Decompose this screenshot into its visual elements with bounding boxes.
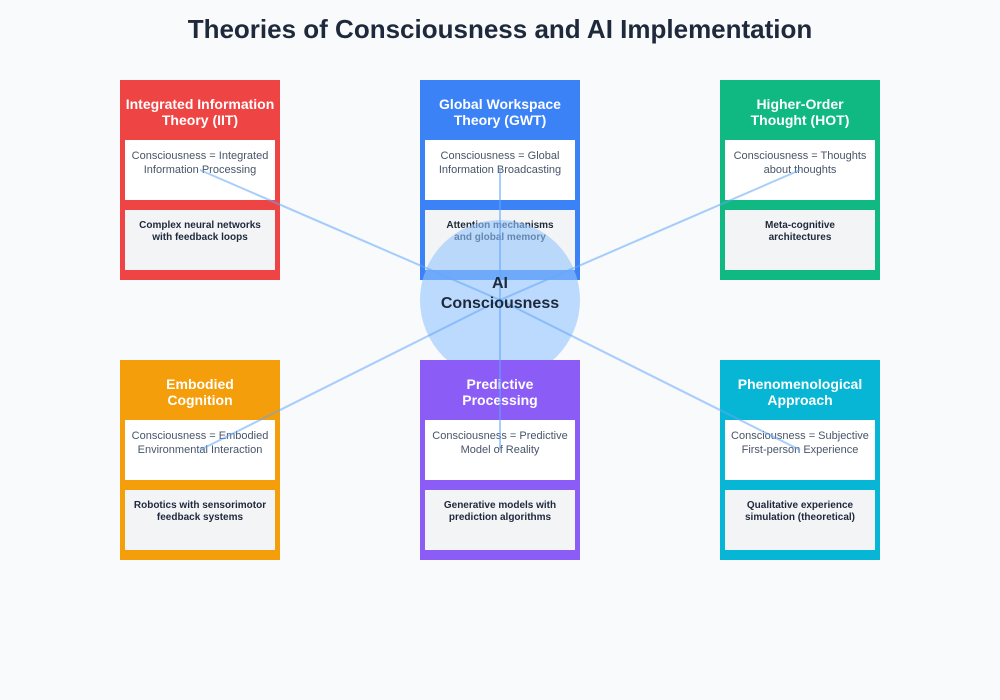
theory-implementation-line: Qualitative experience xyxy=(746,500,854,511)
theory-title-line: Processing xyxy=(462,392,538,408)
theory-implementation-line: and global memory xyxy=(454,232,546,243)
theory-implementation-line: Robotics with sensorimotor xyxy=(133,500,267,511)
theory-implementation-line: with feedback loops xyxy=(152,232,248,243)
theory-title-line: Embodied xyxy=(166,376,234,392)
theory-definition-line: Information Broadcasting xyxy=(438,164,562,176)
theory-definition-line: Information Processing xyxy=(143,164,257,176)
theory-title-line: Phenomenological xyxy=(737,376,863,392)
theory-title-line: Integrated Information xyxy=(125,96,275,112)
theory-definition-line: Consciousness = Predictive xyxy=(432,430,568,442)
theory-definition-line: Consciousness = Global xyxy=(440,150,560,162)
theory-definition-line: about thoughts xyxy=(763,164,837,176)
theory-title-line: Approach xyxy=(767,392,833,408)
theory-definition-line: Model of Reality xyxy=(460,444,540,456)
theory-implementation-line: prediction algorithms xyxy=(448,512,552,523)
theory-definition: Consciousness = Thoughts about thoughts xyxy=(725,140,875,200)
theory-title-line: Predictive xyxy=(466,376,534,392)
theory-title-line: Cognition xyxy=(167,392,233,408)
theory-implementation-line: Generative models with xyxy=(443,500,557,511)
theory-implementation-line: simulation (theoretical) xyxy=(744,512,855,523)
theory-title-line: Global Workspace xyxy=(439,96,561,112)
theory-definition-line: Consciousness = Embodied xyxy=(131,430,269,442)
theory-title-line: Theory (GWT) xyxy=(453,112,547,128)
theory-definition-line: Consciousness = Subjective xyxy=(731,430,869,442)
theory-definition-line: Environmental Interaction xyxy=(137,444,263,456)
theory-implementation-line: Attention mechanisms xyxy=(446,220,554,231)
theory-title-line: Thought (HOT) xyxy=(750,112,850,128)
theory-implementation-line: Complex neural networks xyxy=(139,220,261,231)
theory-implementation-line: architectures xyxy=(768,232,832,243)
diagram-title: Theories of Consciousness and AI Impleme… xyxy=(187,14,813,44)
theory-definition-line: Consciousness = Integrated xyxy=(131,150,269,162)
center-label-line2: Consciousness xyxy=(440,295,560,312)
theory-implementation-line: feedback systems xyxy=(156,512,244,523)
theory-definition-line: First-person Experience xyxy=(741,444,859,456)
theory-title-line: Theory (IIT) xyxy=(161,112,239,128)
theory-definition-line: Consciousness = Thoughts xyxy=(733,150,867,162)
center-label: AI Consciousness xyxy=(420,274,580,314)
theory-implementation-line: Meta-cognitive xyxy=(764,220,835,231)
center-label-line1: AI xyxy=(492,275,508,292)
theory-title-line: Higher-Order xyxy=(756,96,844,112)
